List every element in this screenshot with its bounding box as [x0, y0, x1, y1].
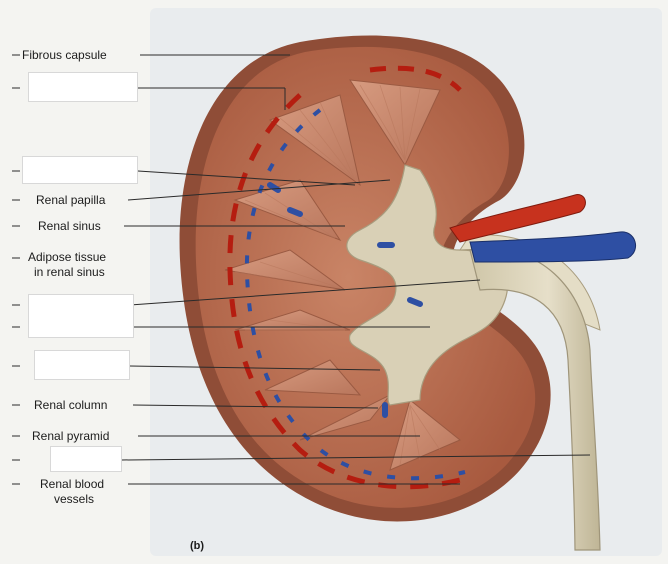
blank-label-box-5[interactable]: [50, 446, 122, 472]
blank-label-box-1[interactable]: [28, 72, 138, 102]
label-renal-papilla: Renal papilla: [36, 193, 105, 207]
label-renal-pyramid: Renal pyramid: [32, 429, 109, 443]
label-adipose-line2: in renal sinus: [34, 265, 105, 279]
label-fibrous-capsule: Fibrous capsule: [22, 48, 107, 62]
label-blood-line1: Renal blood: [40, 477, 104, 491]
label-adipose-line1: Adipose tissue: [28, 250, 106, 264]
left-ticks: [12, 55, 20, 484]
figure-tag: (b): [190, 540, 204, 552]
label-renal-column: Renal column: [34, 398, 107, 412]
blank-label-box-2[interactable]: [22, 156, 138, 184]
blank-label-box-4[interactable]: [34, 350, 130, 380]
blank-label-box-3[interactable]: [28, 294, 134, 338]
label-renal-sinus: Renal sinus: [38, 219, 101, 233]
label-blood-line2: vessels: [54, 492, 94, 506]
